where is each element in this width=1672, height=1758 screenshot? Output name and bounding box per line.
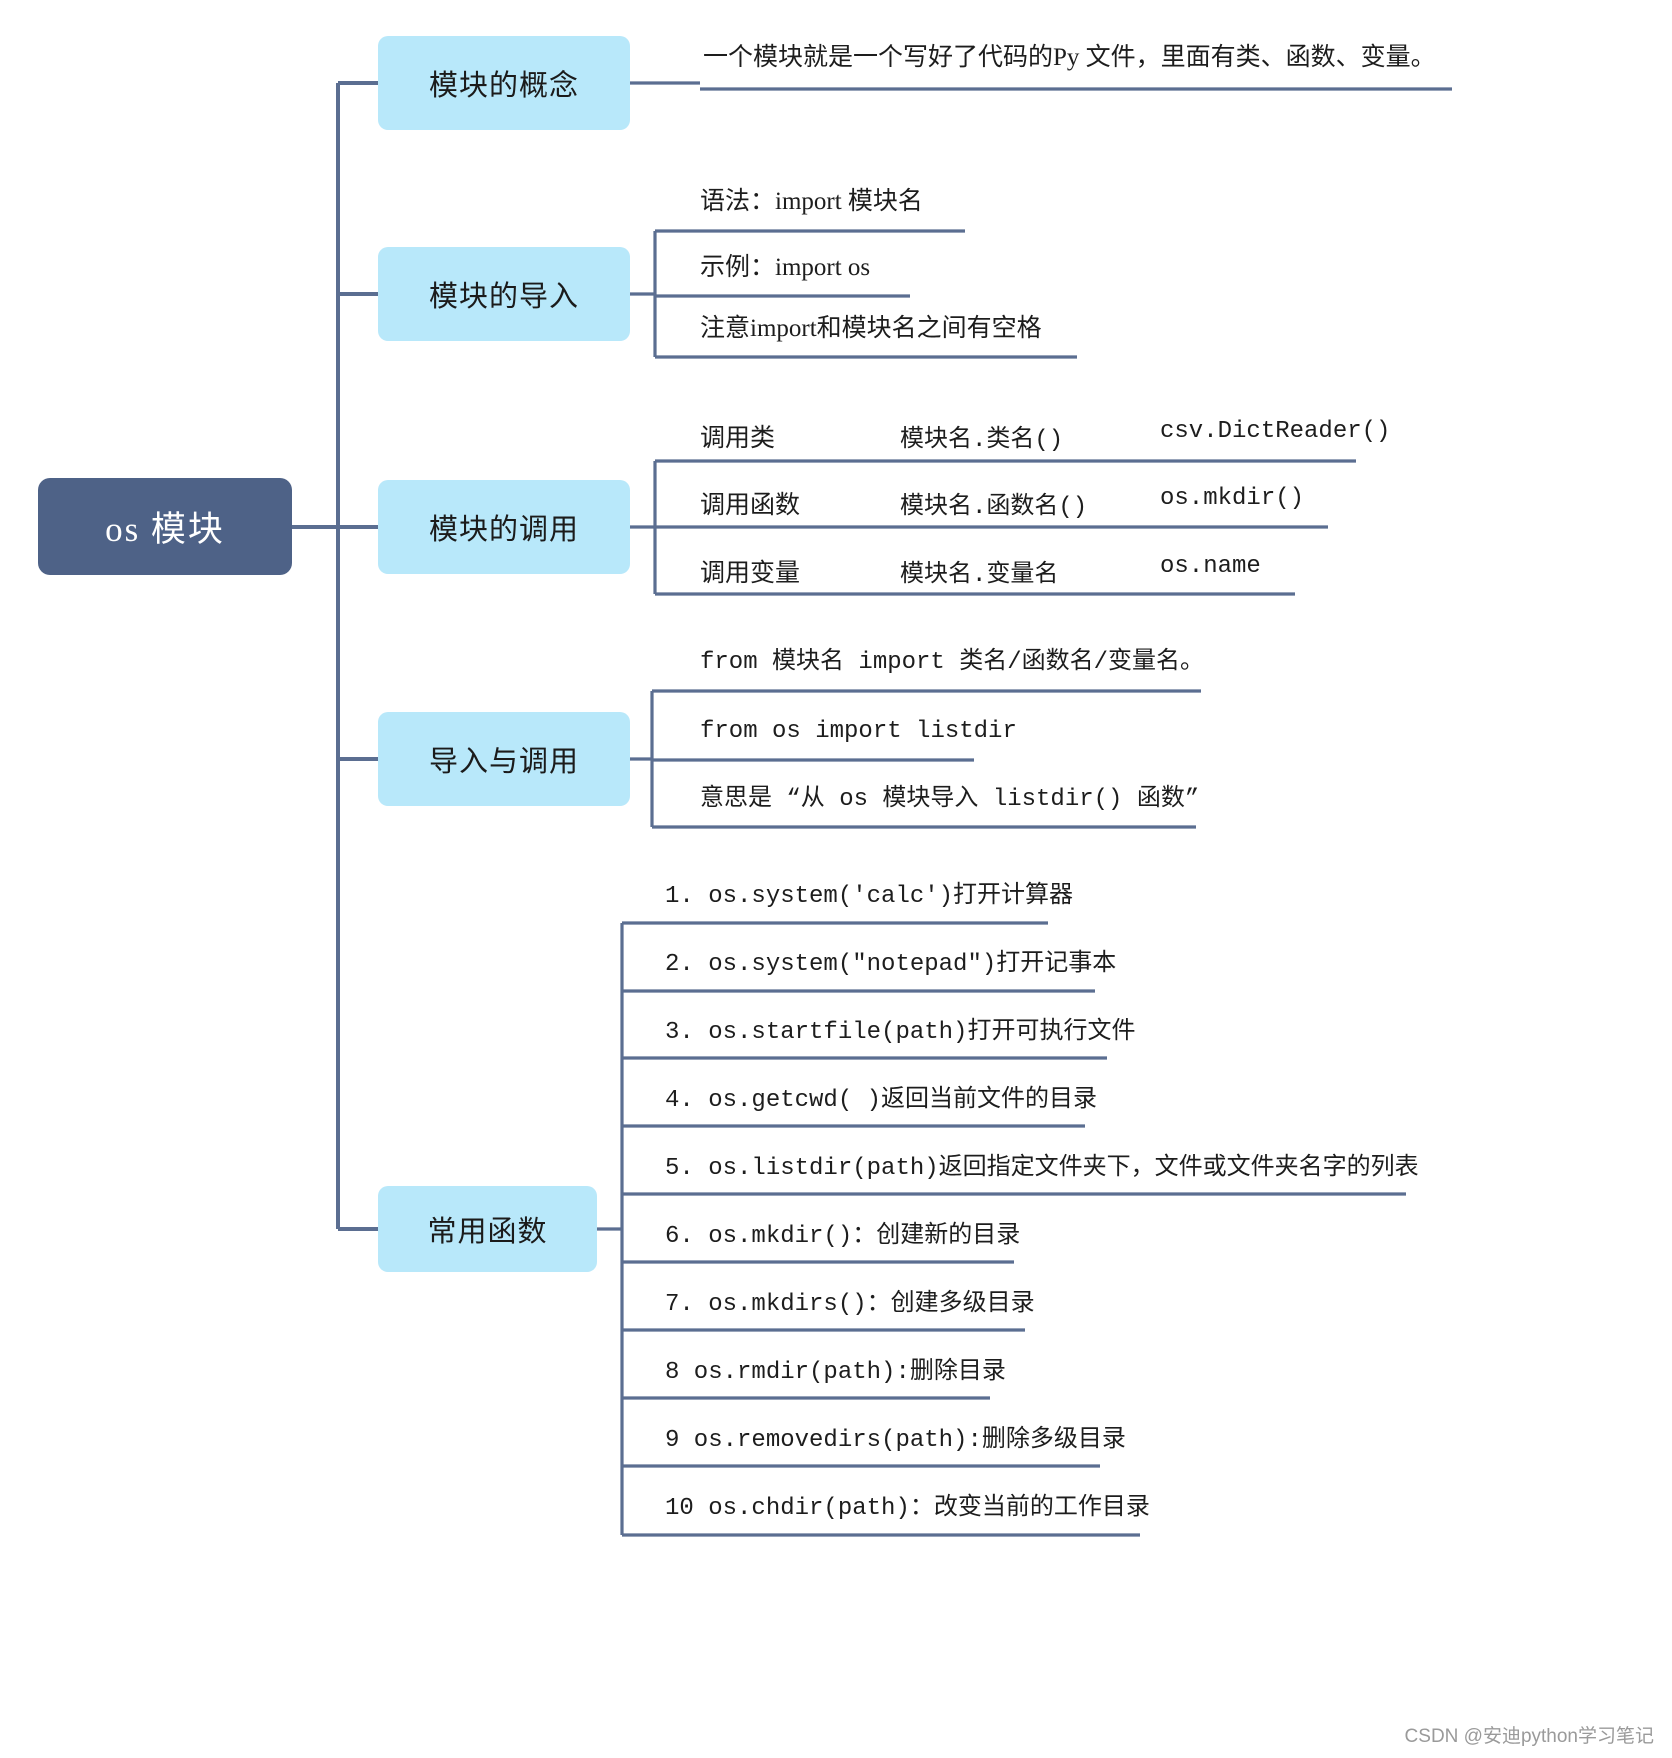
leaf-import-2: 注意import和模块名之间有空格 [700,315,1042,342]
leaf-call-cell-example: os.mkdir() [1160,485,1305,512]
leaf-function-8: 9 os.removedirs(path):删除多级目录 [665,1427,1126,1454]
leaf-importcall-2: 意思是 “从 os 模块导入 listdir() 函数” [700,786,1200,813]
leaf-call-cell-kind: 调用函数 [700,492,801,519]
root-node[interactable]: os 模块 [38,478,292,575]
leaf-call-row-2: 调用变量 模块名.变量名 os.name [700,553,1390,589]
leaf-function-2: 3. os.startfile(path)打开可执行文件 [665,1019,1136,1046]
leaf-call-cell-syntax: 模块名.变量名 [900,562,1059,589]
leaf-call-cell-example: os.name [1160,553,1261,580]
leaf-call-cell-kind: 调用类 [700,425,776,452]
leaf-call-cell-example: csv.DictReader() [1160,418,1391,445]
leaf-function-6: 7. os.mkdirs()：创建多级目录 [665,1291,1035,1318]
leaf-concept-0: 一个模块就是一个写好了代码的Py 文件，里面有类、函数、变量。 [703,44,1436,71]
leaf-importcall-0: from 模块名 import 类名/函数名/变量名。 [700,649,1205,676]
leaf-function-4: 5. os.listdir(path)返回指定文件夹下，文件或文件夹名字的列表 [665,1155,1419,1182]
leaf-function-3: 4. os.getcwd( )返回当前文件的目录 [665,1087,1098,1114]
leaf-call-cell-syntax: 模块名.类名() [900,427,1064,454]
branch-node-import-call[interactable]: 导入与调用 [378,712,630,806]
watermark: CSDN @安迪python学习笔记 [1404,1726,1654,1747]
leaf-call-row-0: 调用类 模块名.类名() csv.DictReader() [700,418,1390,454]
root-node-label: os 模块 [105,510,225,549]
leaf-function-9: 10 os.chdir(path)：改变当前的工作目录 [665,1495,1150,1522]
branch-node-label: 模块的概念 [428,70,579,102]
branch-node-import[interactable]: 模块的导入 [378,247,630,341]
branch-node-functions[interactable]: 常用函数 [378,1186,597,1272]
leaf-call-row-1: 调用函数 模块名.函数名() os.mkdir() [700,485,1390,521]
branch-node-label: 常用函数 [427,1216,548,1248]
branch-node-concept[interactable]: 模块的概念 [378,36,630,130]
leaf-call-cell-kind: 调用变量 [700,560,801,587]
branch-node-label: 模块的导入 [428,281,579,313]
leaf-import-0: 语法：import 模块名 [700,188,923,215]
leaf-function-5: 6. os.mkdir()：创建新的目录 [665,1223,1021,1250]
leaf-call-cell-syntax: 模块名.函数名() [900,494,1088,521]
leaf-function-1: 2. os.system("notepad")打开记事本 [665,951,1117,978]
leaf-function-0: 1. os.system('calc')打开计算器 [665,883,1074,910]
branch-node-label: 模块的调用 [428,514,579,546]
leaf-function-7: 8 os.rmdir(path):删除目录 [665,1359,1006,1386]
leaf-importcall-1: from os import listdir [700,718,1017,745]
leaf-import-1: 示例：import os [700,254,871,281]
branch-node-call[interactable]: 模块的调用 [378,480,630,574]
branch-node-label: 导入与调用 [428,746,579,778]
